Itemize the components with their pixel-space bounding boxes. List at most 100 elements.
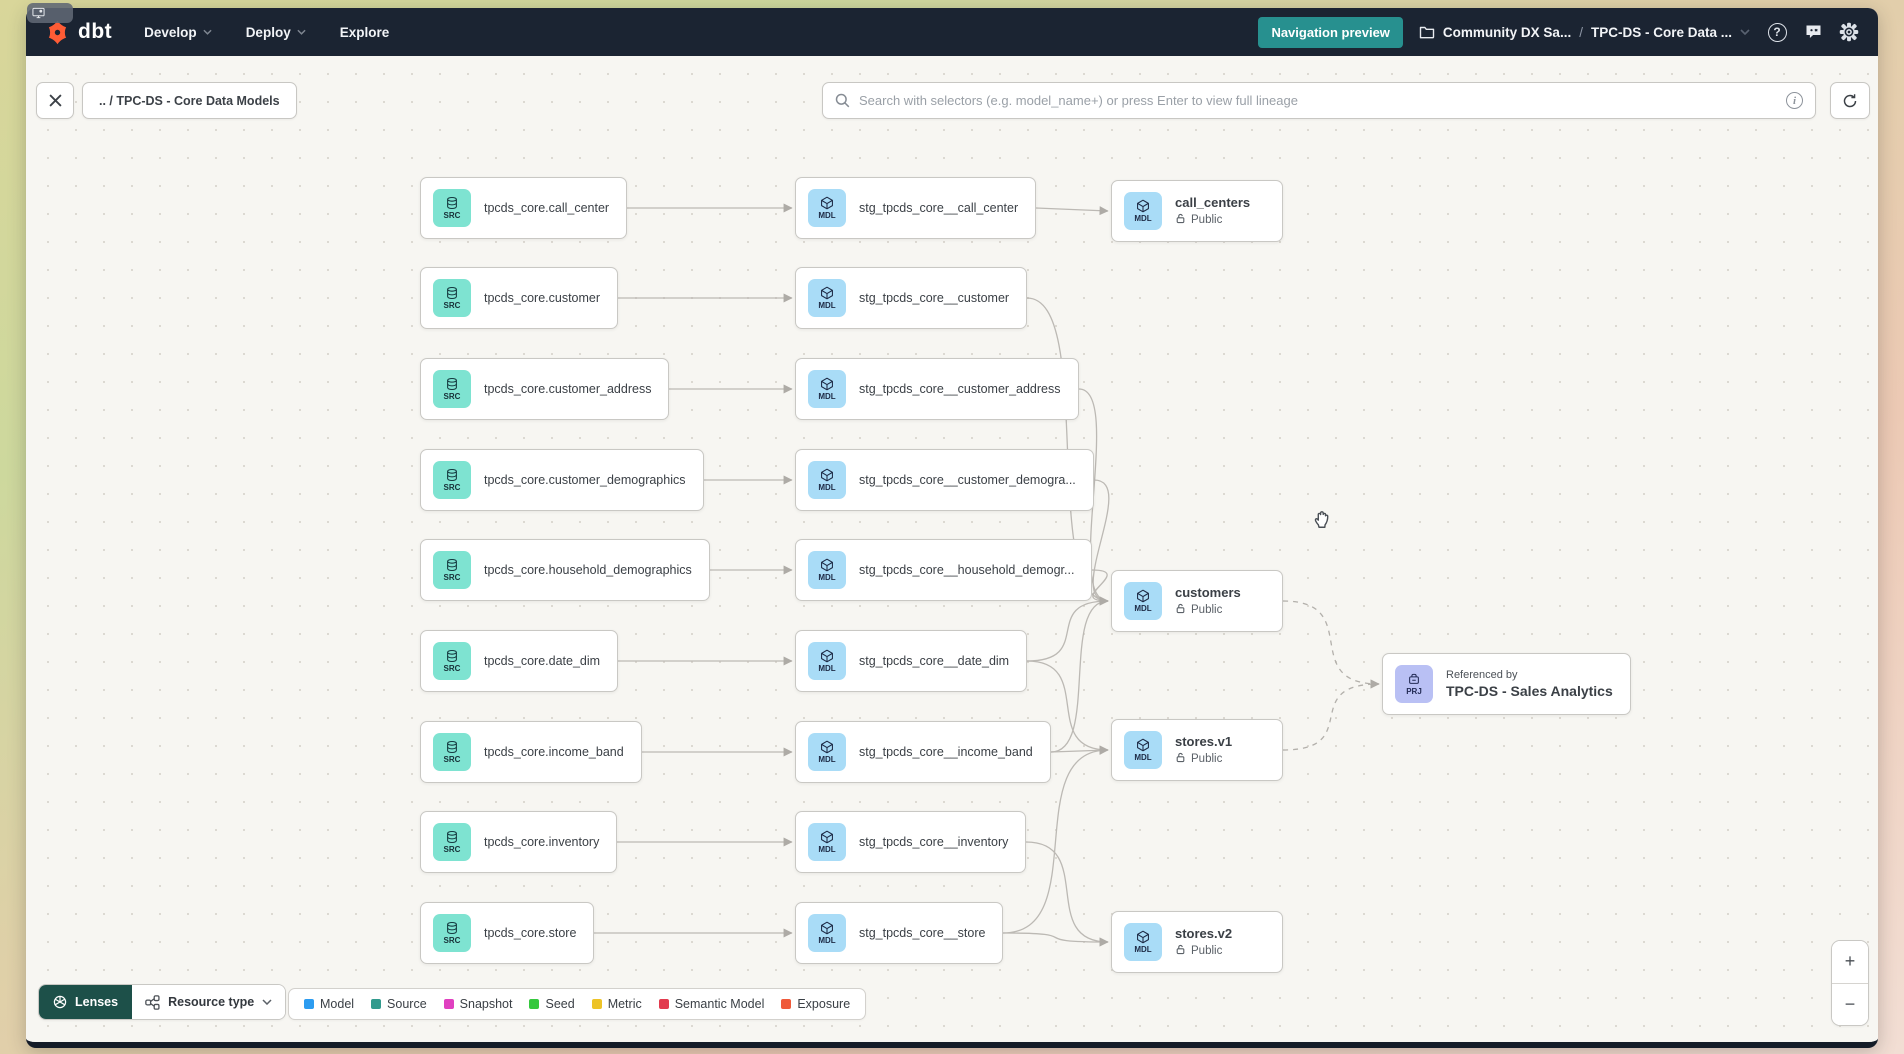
close-lineage-button[interactable] [36, 82, 74, 119]
graph-node-src_income_band[interactable]: SRC tpcds_core.income_band [420, 721, 642, 783]
breadcrumb-project[interactable]: Community DX Sa... [1442, 24, 1572, 40]
graph-node-src_inventory[interactable]: SRC tpcds_core.inventory [420, 811, 618, 873]
app-window: dbt Develop Deploy Explore Navigation pr… [26, 8, 1878, 1048]
legend-swatch [304, 999, 314, 1009]
nav-item-develop[interactable]: Develop [144, 25, 212, 40]
feedback-icon[interactable] [1802, 21, 1824, 43]
legend-swatch [529, 999, 540, 1009]
info-icon[interactable]: i [1786, 92, 1803, 109]
edge-stg_income_band-to-pub_stores_v1 [1050, 745, 1109, 755]
legend-swatch [443, 999, 454, 1009]
lens-icon [53, 995, 67, 1009]
resource-type-button[interactable]: Resource type [132, 985, 286, 1019]
dbt-logo-icon [48, 20, 67, 44]
help-icon[interactable]: ? [1766, 21, 1788, 43]
search-input[interactable] [859, 93, 1777, 108]
lock-icon [1175, 603, 1186, 617]
src-badge: SRC [433, 823, 471, 861]
mdl-badge: MDL [808, 279, 846, 317]
node-label: customers [1175, 585, 1241, 600]
project-breadcrumb: Community DX Sa... / TPC-DS - Core Data … [1419, 25, 1750, 40]
src-badge: SRC [433, 461, 471, 499]
chevron-down-icon [262, 999, 272, 1005]
node-label: tpcds_core.customer_address [484, 382, 652, 396]
prj-badge: PRJ [1395, 665, 1433, 703]
logo-text: dbt [78, 20, 113, 43]
node-label: tpcds_core.household_demographics [484, 563, 692, 577]
chevron-down-icon[interactable] [1740, 29, 1750, 35]
mdl-badge: MDL [808, 733, 846, 771]
lens-controls: Lenses Resource type [38, 984, 287, 1020]
edge-stg_call_center-to-pub_call_centers [1035, 206, 1109, 216]
lineage-canvas[interactable]: .. / TPC-DS - Core Data Models i SRCtpcd… [26, 56, 1878, 1042]
graph-node-src_household_demographics[interactable]: SRC tpcds_core.household_demographics [420, 539, 710, 601]
mdl-badge: MDL [808, 461, 846, 499]
zoom-out-button[interactable]: − [1832, 983, 1868, 1025]
node-label: stores.v1 [1175, 734, 1233, 749]
mdl-badge: MDL [1124, 923, 1162, 961]
node-label: stores.v2 [1175, 926, 1233, 941]
node-label: tpcds_core.store [484, 926, 577, 940]
settings-icon[interactable] [1838, 21, 1860, 43]
lineage-breadcrumb[interactable]: .. / TPC-DS - Core Data Models [82, 82, 297, 119]
refresh-icon [1843, 93, 1857, 107]
node-label: tpcds_core.customer [484, 291, 601, 305]
node-label: stg_tpcds_core__inventory [859, 835, 1009, 849]
edge-pub_customers-to-prj_sales_analytics [1282, 600, 1380, 689]
node-label: stg_tpcds_core__date_dim [859, 654, 1010, 668]
node-label: stg_tpcds_core__customer_demogra... [859, 473, 1076, 487]
navigation-preview-button[interactable]: Navigation preview [1258, 16, 1403, 48]
mdl-badge: MDL [808, 642, 846, 680]
grab-cursor-icon [1314, 511, 1329, 528]
lenses-button[interactable]: Lenses [39, 985, 133, 1019]
screen-share-icon [32, 7, 45, 19]
nav-item-deploy[interactable]: Deploy [246, 25, 306, 40]
graph-node-stg_customer_demographics[interactable]: MDL stg_tpcds_core__customer_demogra... [795, 449, 1094, 511]
legend-item-source: Source [371, 997, 427, 1011]
legend-item-snapshot: Snapshot [443, 997, 512, 1011]
mdl-badge: MDL [808, 914, 846, 952]
src-badge: SRC [433, 733, 471, 771]
lock-icon [1175, 213, 1186, 227]
zoom-controls: + − [1831, 940, 1869, 1026]
nav-item-explore[interactable]: Explore [339, 24, 390, 40]
legend-item-model: Model [304, 997, 354, 1011]
top-navbar: dbt Develop Deploy Explore Navigation pr… [26, 8, 1878, 56]
edge-stg_household_demographics-to-pub_customers [1091, 569, 1109, 606]
src-badge: SRC [433, 551, 471, 589]
resource-graph-icon [145, 994, 160, 1010]
mdl-badge: MDL [808, 370, 846, 408]
edge-stg_customer_demographics-to-pub_customers [1092, 479, 1110, 606]
breadcrumb-page[interactable]: TPC-DS - Core Data ... [1590, 24, 1732, 40]
zoom-in-button[interactable]: + [1832, 941, 1868, 984]
graph-node-stg_date_dim[interactable]: MDL stg_tpcds_core__date_dim [795, 630, 1028, 692]
node-access: Public [1191, 945, 1223, 957]
dbt-logo[interactable]: dbt [44, 19, 112, 46]
node-label: tpcds_core.income_band [484, 745, 624, 759]
node-label: tpcds_core.call_center [484, 201, 610, 215]
legend-item-semantic-model: Semantic Model [658, 997, 764, 1011]
refresh-lineage-button[interactable] [1830, 82, 1870, 119]
node-label: stg_tpcds_core__household_demogr... [859, 563, 1075, 577]
mdl-badge: MDL [808, 189, 846, 227]
node-label: tpcds_core.inventory [484, 835, 600, 849]
